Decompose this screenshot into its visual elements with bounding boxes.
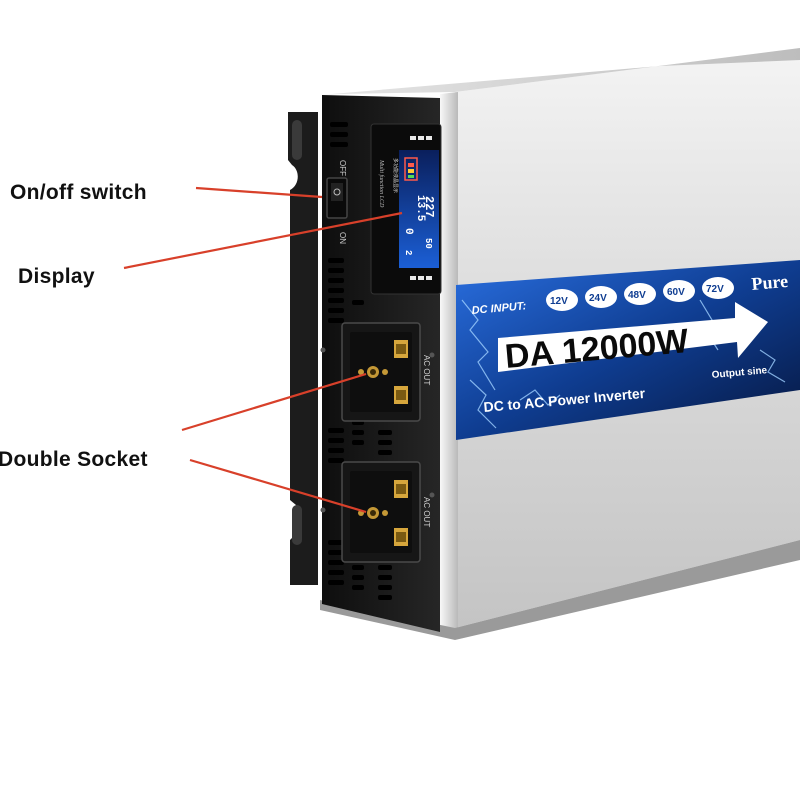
lcd-indicator-dots	[410, 136, 432, 280]
ac-socket-lower[interactable]	[341, 461, 421, 563]
ac-socket-upper[interactable]	[341, 322, 421, 422]
switch-on-label: ON	[338, 232, 347, 244]
flange-slot	[292, 505, 302, 545]
voltage-badges: 12V 24V 48V 60V 72V	[546, 277, 734, 311]
lcd-readout: 0	[402, 228, 414, 235]
callout-double-socket: Double Socket	[0, 448, 148, 471]
lcd-caption: Multi function LCD	[378, 159, 385, 208]
dc-input-label: DC INPUT:	[471, 300, 527, 317]
callout-line-socket-upper	[181, 372, 367, 432]
top-vents	[330, 122, 348, 147]
model-arrow	[498, 302, 768, 372]
callout-display: Display	[18, 265, 95, 288]
output-label: Output sine	[711, 365, 768, 381]
ac-out-label-lower: AC OUT	[422, 497, 431, 527]
voltage-badge: 60V	[667, 287, 685, 298]
lcd-title: 多功能液晶显示	[392, 158, 399, 193]
voltage-badge: 24V	[589, 293, 607, 304]
battery-icon	[404, 157, 418, 181]
voltage-badge: 48V	[628, 290, 646, 301]
lcd-readout: 2	[403, 250, 413, 255]
power-switch-rocker	[331, 183, 343, 201]
flange-slot	[292, 120, 302, 160]
lcd-readout: 50	[423, 238, 433, 249]
callout-on-off-switch: On/off switch	[10, 181, 147, 204]
pure-label: Pure	[751, 271, 789, 294]
ac-out-label-upper: AC OUT	[422, 355, 431, 385]
callout-line-socket-lower	[189, 458, 367, 514]
callout-line-display	[123, 211, 403, 270]
voltage-badge: 12V	[550, 296, 568, 307]
panel-screws	[320, 347, 435, 513]
inverter-body-edge	[440, 92, 458, 630]
callout-line-switch	[195, 186, 323, 199]
switch-indicator	[333, 188, 341, 196]
voltage-badge: 72V	[706, 284, 724, 295]
switch-off-label: OFF	[338, 160, 347, 176]
lcd-readout: 227	[422, 196, 436, 218]
lcd-readout: 13.5	[414, 195, 426, 222]
